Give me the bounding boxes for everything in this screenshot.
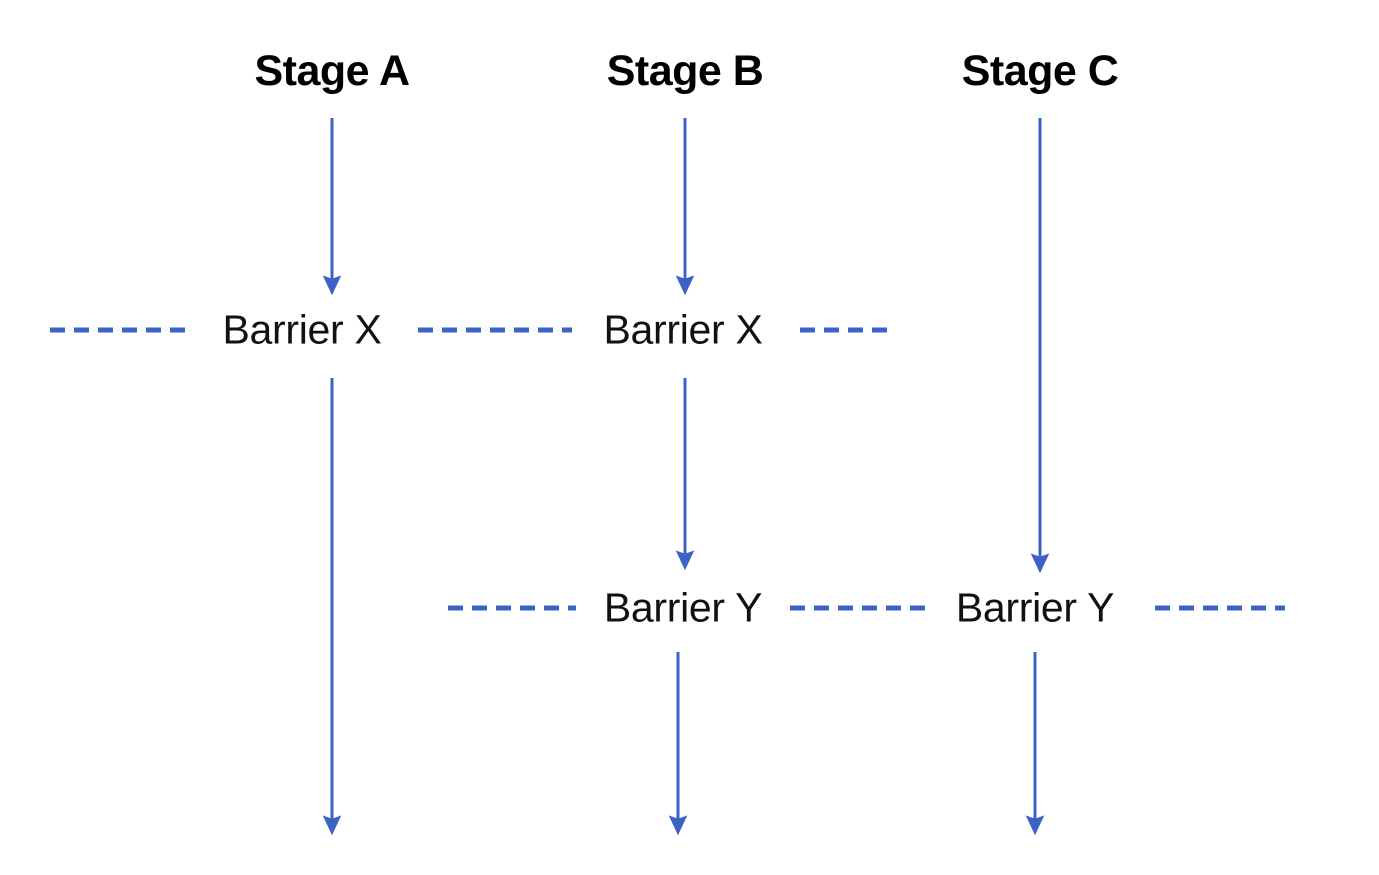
barrier-label-1: Barrier X: [212, 309, 392, 351]
barrier-label-3: Barrier Y: [593, 587, 773, 629]
stage-header-2: Stage B: [606, 47, 764, 95]
dashed-link-group: [50, 327, 1285, 611]
barrier-label-2: Barrier X: [593, 309, 773, 351]
stage-header-1: Stage A: [254, 47, 411, 95]
arrow-group: [322, 118, 1050, 836]
stage-header-3: Stage C: [961, 47, 1119, 95]
barrier-label-4: Barrier Y: [945, 587, 1125, 629]
